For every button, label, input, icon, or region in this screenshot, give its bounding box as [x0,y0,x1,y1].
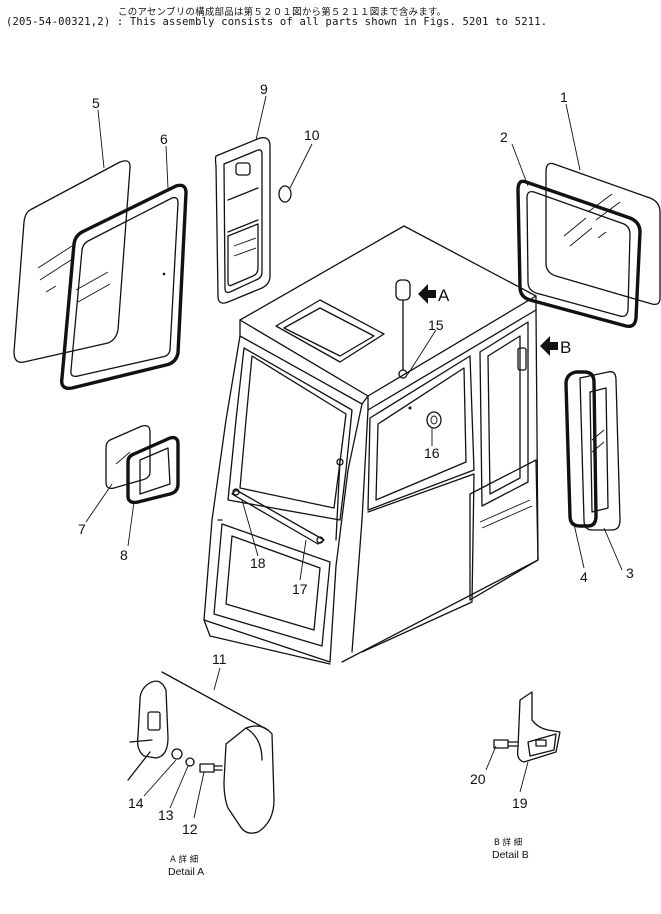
grommet-part-10 [278,185,292,203]
callout-17: 17 [292,581,308,597]
rear-seal-part-6 [60,183,188,390]
callout-18: 18 [250,555,266,571]
bushing-part-16 [426,411,442,429]
right-seal-part-2 [516,179,642,329]
detail-b-caption-en: Detail B [492,849,529,861]
lamp-stay-part-15 [395,279,412,410]
right-glass-part-1 [545,162,661,306]
callout-2: 2 [500,129,508,145]
small-glass-part-7 [105,424,151,490]
leader-lines [85,95,623,819]
view-arrow-a: A [418,284,450,305]
view-marker-b: B [560,338,571,357]
callout-9: 9 [260,81,268,97]
callout-10: 10 [304,127,320,143]
view-arrow-b: B [540,336,571,357]
callout-4: 4 [580,569,588,585]
callout-12: 12 [182,821,198,837]
callout-1: 1 [560,89,568,105]
detail-a-mirror-assembly [127,671,275,834]
detail-b-bracket [493,691,561,763]
callout-11: 11 [212,651,227,667]
cab-body [203,225,539,665]
door-window-part-9 [214,137,271,304]
callout-14: 14 [128,795,144,811]
callout-13: 13 [158,807,174,823]
detail-a-caption-en: Detail A [168,866,204,878]
callout-19: 19 [512,795,528,811]
rear-glass-part-5 [13,160,131,363]
callout-15: 15 [428,317,444,333]
small-seal-part-8 [126,435,180,505]
callout-20: 20 [470,771,486,787]
detail-b-caption-jp: B 詳 細 [494,837,522,848]
callout-8: 8 [120,547,128,563]
callout-3: 3 [626,565,634,581]
callout-16: 16 [424,445,440,461]
callout-6: 6 [160,131,168,147]
callout-7: 7 [78,521,86,537]
door-glass-part-3 [579,371,621,531]
header-japanese-note: このアセンブリの構成部品は第５２０１図から第５２１１図まで含みます。 [118,7,447,18]
detail-a-caption-jp: A 詳 細 [170,854,198,865]
callout-5: 5 [92,95,100,111]
header-english-note: (205-54-00321,2) : This assembly consist… [6,16,548,28]
view-marker-a: A [438,286,450,305]
